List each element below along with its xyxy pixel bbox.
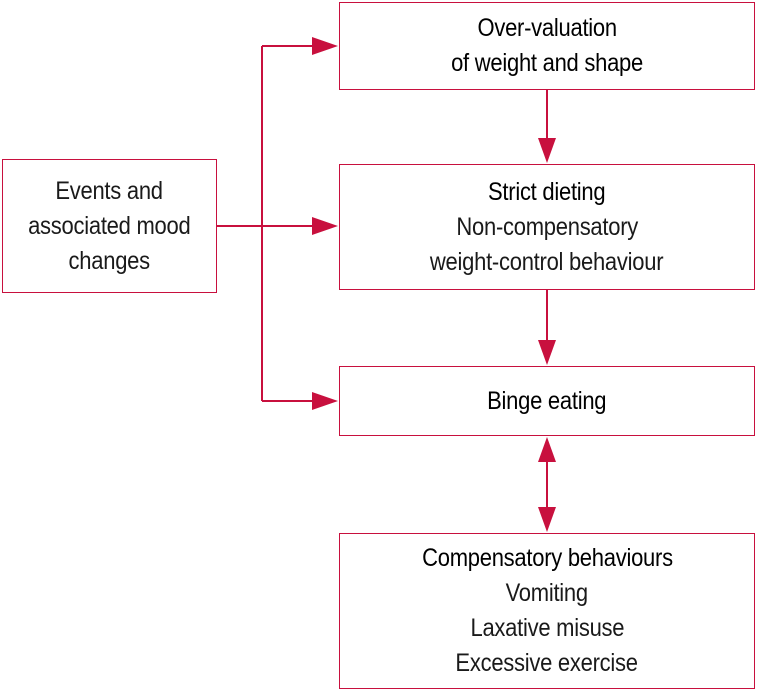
- events-line-1: Events and: [55, 176, 164, 205]
- events-box: Events and associated mood changes: [2, 159, 217, 293]
- events-line-2: associated mood: [28, 211, 191, 240]
- compensatory-detail-1: Vomiting: [505, 579, 589, 607]
- compensatory-box: Compensatory behaviours Vomiting Laxativ…: [339, 533, 755, 689]
- strict-dieting-detail-1: Non-compensatory: [456, 212, 638, 241]
- binge-eating-title: Binge eating: [487, 386, 607, 415]
- binge-eating-box: Binge eating: [339, 366, 755, 436]
- overvaluation-line-2: of weight and shape: [451, 49, 643, 77]
- compensatory-detail-2: Laxative misuse: [470, 614, 624, 642]
- arrowhead-to-strict-dieting: [538, 138, 556, 163]
- arrowhead-to-overvaluation: [312, 37, 338, 55]
- strict-dieting-box: Strict dieting Non-compensatory weight-c…: [339, 164, 755, 290]
- arrowhead-to-binge-eating-from-events: [312, 392, 338, 410]
- strict-dieting-detail-2: weight-control behaviour: [430, 247, 664, 276]
- arrowhead-up-to-binge-eating: [538, 437, 556, 462]
- arrowhead-to-binge-eating: [538, 340, 556, 365]
- overvaluation-line-1: Over-valuation: [477, 14, 617, 42]
- events-line-3: changes: [68, 246, 151, 275]
- strict-dieting-title: Strict dieting: [488, 177, 606, 206]
- overvaluation-box: Over-valuation of weight and shape: [339, 2, 755, 90]
- arrowhead-to-strict-dieting-from-events: [312, 217, 338, 235]
- compensatory-title: Compensatory behaviours: [421, 544, 673, 572]
- arrowhead-down-to-compensatory: [538, 507, 556, 532]
- compensatory-detail-3: Excessive exercise: [455, 649, 639, 677]
